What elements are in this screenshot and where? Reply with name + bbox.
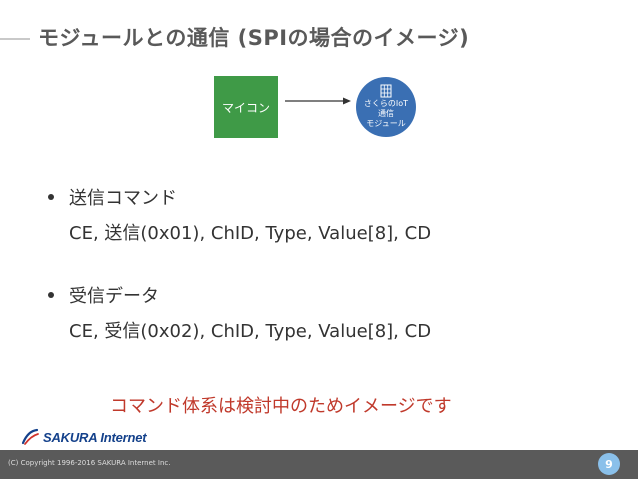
iot-module-circle: さくらのIoT 通信 モジュール	[356, 77, 416, 137]
bullet-dot-icon	[48, 292, 54, 298]
logo-text: SAKURA Internet	[43, 429, 147, 445]
bullet-heading: 送信コマンド	[69, 188, 177, 209]
copyright-text: (C) Copyright 1996-2016 SAKURA Internet …	[8, 459, 171, 467]
module-label-line1: さくらのIoT	[363, 99, 409, 108]
bullet-detail: CE, 受信(0x02), ChID, Type, Value[8], CD	[69, 321, 432, 342]
title-rule	[0, 38, 30, 40]
bullet-dot-icon	[48, 194, 54, 200]
sakura-logo-icon	[21, 428, 39, 445]
bullet-detail: CE, 送信(0x01), ChID, Type, Value[8], CD	[69, 223, 432, 244]
note-text: コマンド体系は検討中のためイメージです	[110, 396, 452, 417]
bullet-heading: 受信データ	[69, 286, 159, 307]
slide-title: モジュールとの通信 (SPIの場合のイメージ)	[38, 26, 470, 50]
bullet-receive-data: 受信データ CE, 受信(0x02), ChID, Type, Value[8]…	[48, 282, 431, 345]
building-icon	[380, 84, 392, 98]
microcontroller-box: マイコン	[214, 76, 278, 138]
module-label-line3: モジュール	[366, 119, 406, 128]
module-label-line2: 通信	[378, 109, 394, 118]
page-number-badge: 9	[598, 453, 620, 475]
arrow-icon	[285, 97, 351, 105]
sakura-logo: SAKURA Internet	[20, 428, 147, 446]
microcontroller-label: マイコン	[221, 100, 270, 115]
bullet-send-command: 送信コマンド CE, 送信(0x01), ChID, Type, Value[8…	[48, 184, 431, 247]
footer-bar: (C) Copyright 1996-2016 SAKURA Internet …	[0, 450, 638, 479]
